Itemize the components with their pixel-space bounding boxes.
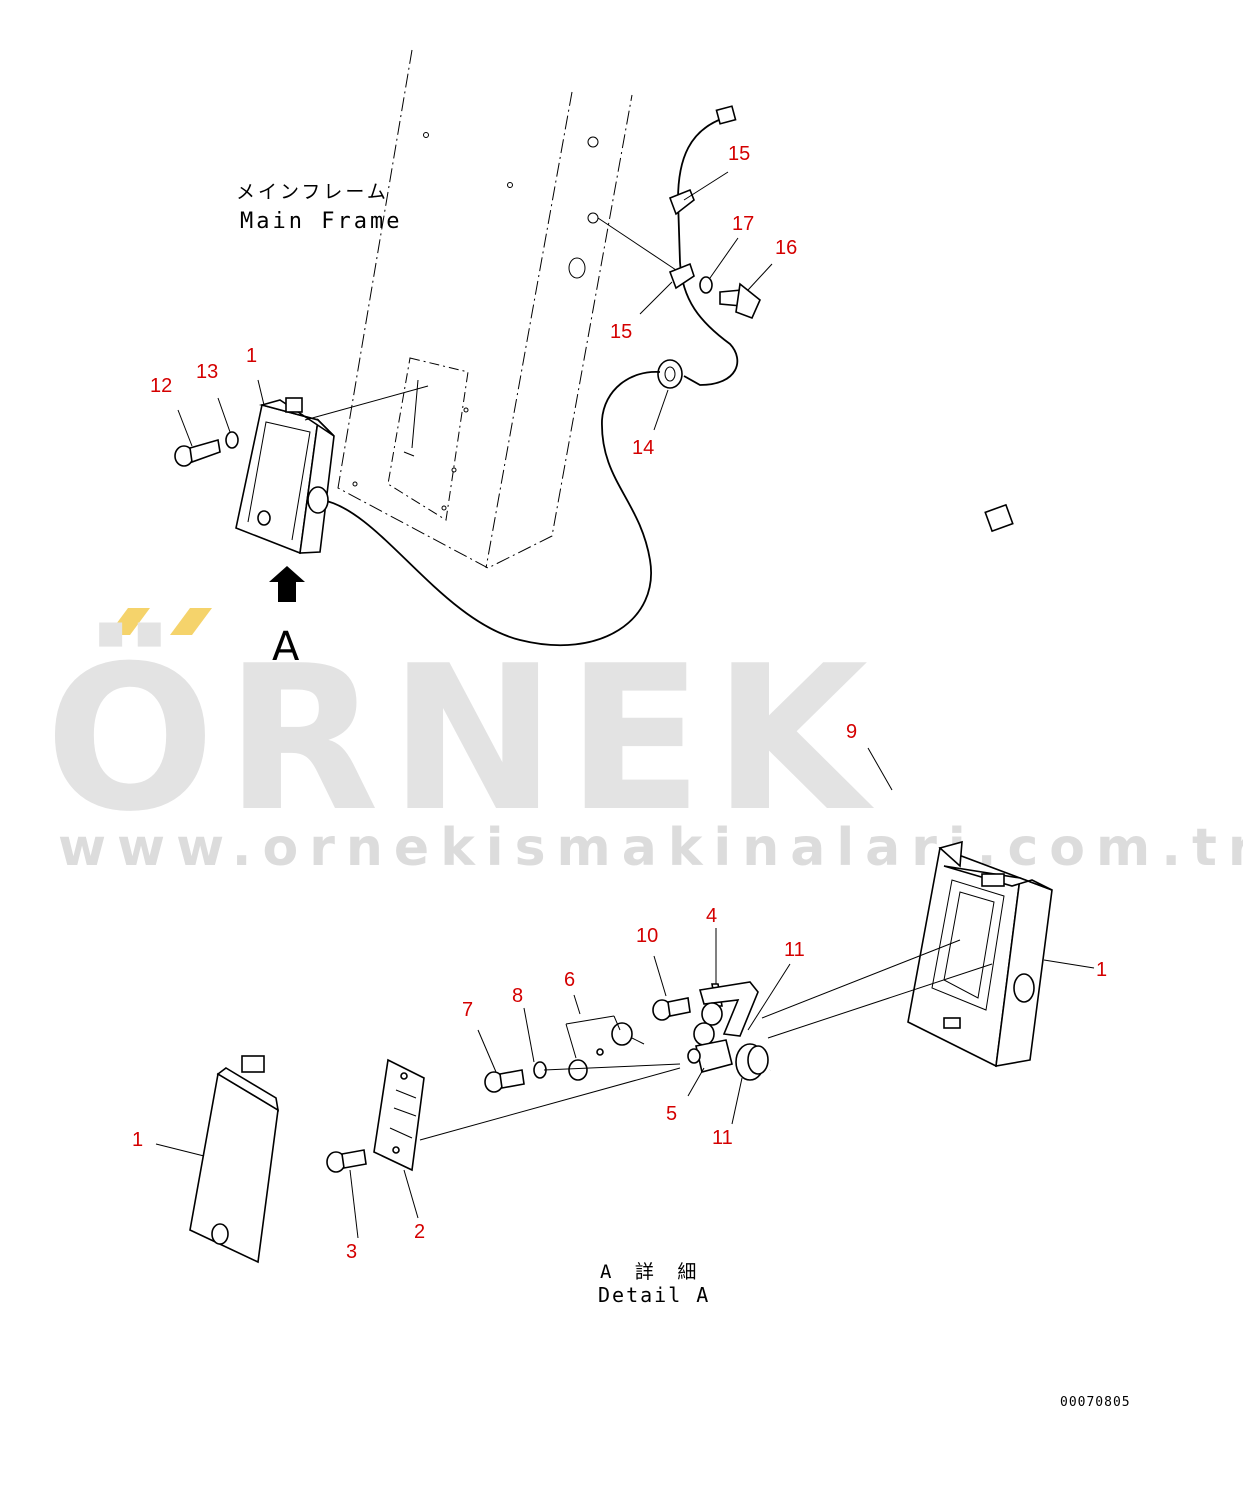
main-frame-label-en: Main Frame bbox=[240, 209, 402, 234]
callout-16: 16 bbox=[775, 237, 797, 259]
callout-6: 6 bbox=[564, 969, 575, 991]
callout-10: 10 bbox=[636, 925, 658, 947]
box-assembly-top bbox=[174, 385, 429, 555]
view-arrow-label: A bbox=[272, 624, 300, 670]
view-arrow: A bbox=[269, 566, 305, 670]
callout-7: 7 bbox=[462, 999, 473, 1021]
wire-harness-main bbox=[321, 371, 661, 647]
callout-4: 4 bbox=[706, 905, 717, 927]
drawing-number: 00070805 bbox=[1060, 1395, 1131, 1410]
callout-11-bottom: 11 bbox=[712, 1127, 733, 1149]
callout-14: 14 bbox=[632, 437, 654, 459]
callout-1-top: 1 bbox=[246, 345, 257, 367]
callout-5: 5 bbox=[666, 1103, 677, 1125]
watermark-brand: ÖRNEK bbox=[45, 622, 878, 856]
callout-1-right: 1 bbox=[1096, 959, 1107, 981]
detail-label-jp: A 詳 細 bbox=[600, 1261, 702, 1283]
callout-2: 2 bbox=[414, 1221, 425, 1243]
callout-3: 3 bbox=[346, 1241, 357, 1263]
plate-and-cover bbox=[189, 1055, 681, 1264]
callout-15-top: 15 bbox=[728, 143, 750, 165]
callout-1-left: 1 bbox=[132, 1129, 143, 1151]
box-open-right bbox=[761, 840, 1053, 1068]
watermark: ÖRNEK www.ornekismakinalari.com.tr bbox=[45, 608, 1243, 878]
watermark-accent-left bbox=[108, 608, 150, 635]
watermark-url: www.ornekismakinalari.com.tr bbox=[58, 818, 1243, 878]
main-frame-label-jp: メインフレーム bbox=[236, 181, 389, 203]
main-frame bbox=[337, 49, 633, 569]
callout-8: 8 bbox=[512, 985, 523, 1007]
cable-9 bbox=[769, 503, 1014, 1072]
callout-15-bottom: 15 bbox=[610, 321, 632, 343]
detail-label-en: Detail A bbox=[598, 1283, 710, 1307]
callout-11-top: 11 bbox=[784, 939, 805, 961]
callouts: 1 12 13 15 17 16 15 14 9 4 10 11 6 8 7 5… bbox=[132, 143, 1107, 1263]
callout-17: 17 bbox=[732, 213, 754, 235]
watermark-accent-right bbox=[170, 608, 212, 635]
top-harness bbox=[597, 105, 761, 389]
callout-9: 9 bbox=[846, 721, 857, 743]
callout-12: 12 bbox=[150, 375, 172, 397]
switch-parts bbox=[484, 981, 769, 1093]
leader-lines bbox=[155, 171, 1095, 1239]
callout-13: 13 bbox=[196, 361, 218, 383]
